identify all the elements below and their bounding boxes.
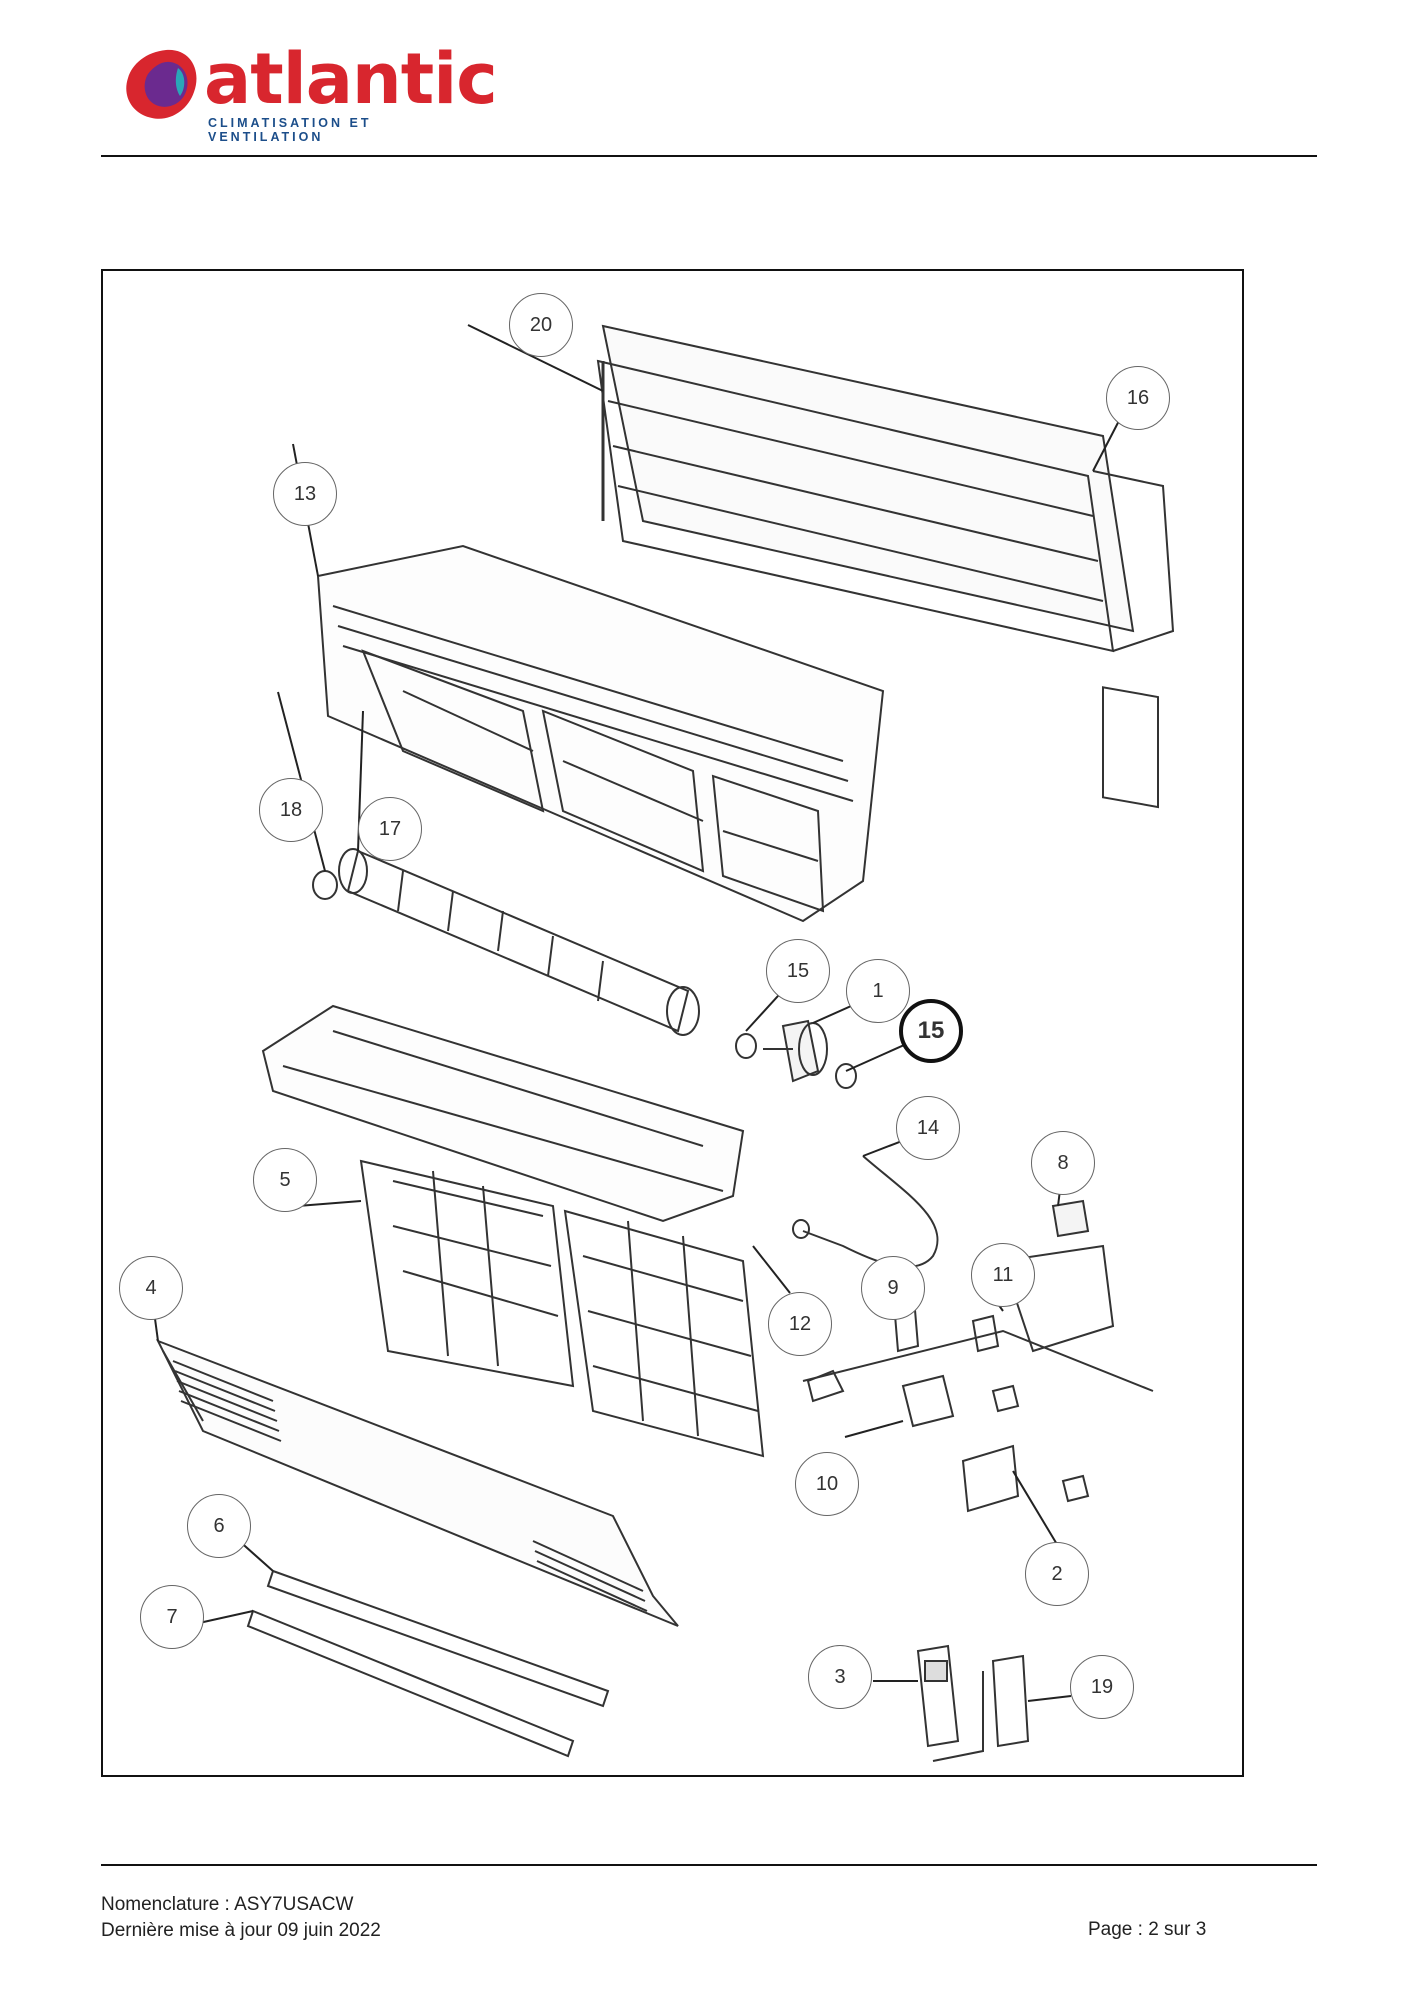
callout-5: 5 [253,1148,317,1212]
page-number: Page : 2 sur 3 [1088,1919,1207,1940]
drain-pan-body [261,1004,745,1223]
header-divider [101,155,1317,157]
callout-9: 9 [861,1256,925,1320]
sensor-cable [792,1155,939,1268]
callout-12: 12 [768,1292,832,1356]
remote-control [916,1644,1030,1762]
louvers [246,1569,610,1758]
exploded-view-diagram: 20 16 13 18 17 15 1 15 14 8 5 4 9 11 12 … [101,269,1244,1777]
callout-3: 3 [808,1645,872,1709]
callout-14: 14 [896,1096,960,1160]
callout-11: 11 [971,1243,1035,1307]
callout-2: 2 [1025,1542,1089,1606]
electrical-box [802,1199,1154,1513]
atlantic-logo: atlantic CLIMATISATION ET VENTILATION [120,38,498,144]
fan-motor-assembly [735,1019,857,1089]
callout-17: 17 [358,797,422,861]
front-panel [155,1339,679,1627]
heat-exchanger-assembly [596,324,1175,809]
callout-8: 8 [1031,1131,1095,1195]
nomenclature-text: Nomenclature : ASY7USACW [101,1894,354,1915]
callout-19: 19 [1070,1655,1134,1719]
logo-mark-icon [126,49,197,119]
callout-10: 10 [795,1452,859,1516]
logo-tagline: CLIMATISATION ET VENTILATION [208,116,372,144]
callout-4: 4 [119,1256,183,1320]
cross-flow-fan [312,848,700,1036]
callout-15-highlighted: 15 [899,999,963,1063]
footer-divider [101,1864,1317,1866]
callout-7: 7 [140,1585,204,1649]
last-update-text: Dernière mise à jour 09 juin 2022 [101,1920,381,1941]
exploded-view-drawing [150,324,1175,1762]
footer-info: Nomenclature : ASY7USACW Dernière mise à… [101,1892,381,1944]
callout-13: 13 [273,462,337,526]
logo-wordmark: atlantic [204,38,498,120]
callout-18: 18 [259,778,323,842]
front-grille-frame [316,544,885,923]
callout-15: 15 [766,939,830,1003]
callout-6: 6 [187,1494,251,1558]
callout-1: 1 [846,959,910,1023]
callout-20: 20 [509,293,573,357]
air-filters [359,1159,765,1458]
callout-16: 16 [1106,366,1170,430]
